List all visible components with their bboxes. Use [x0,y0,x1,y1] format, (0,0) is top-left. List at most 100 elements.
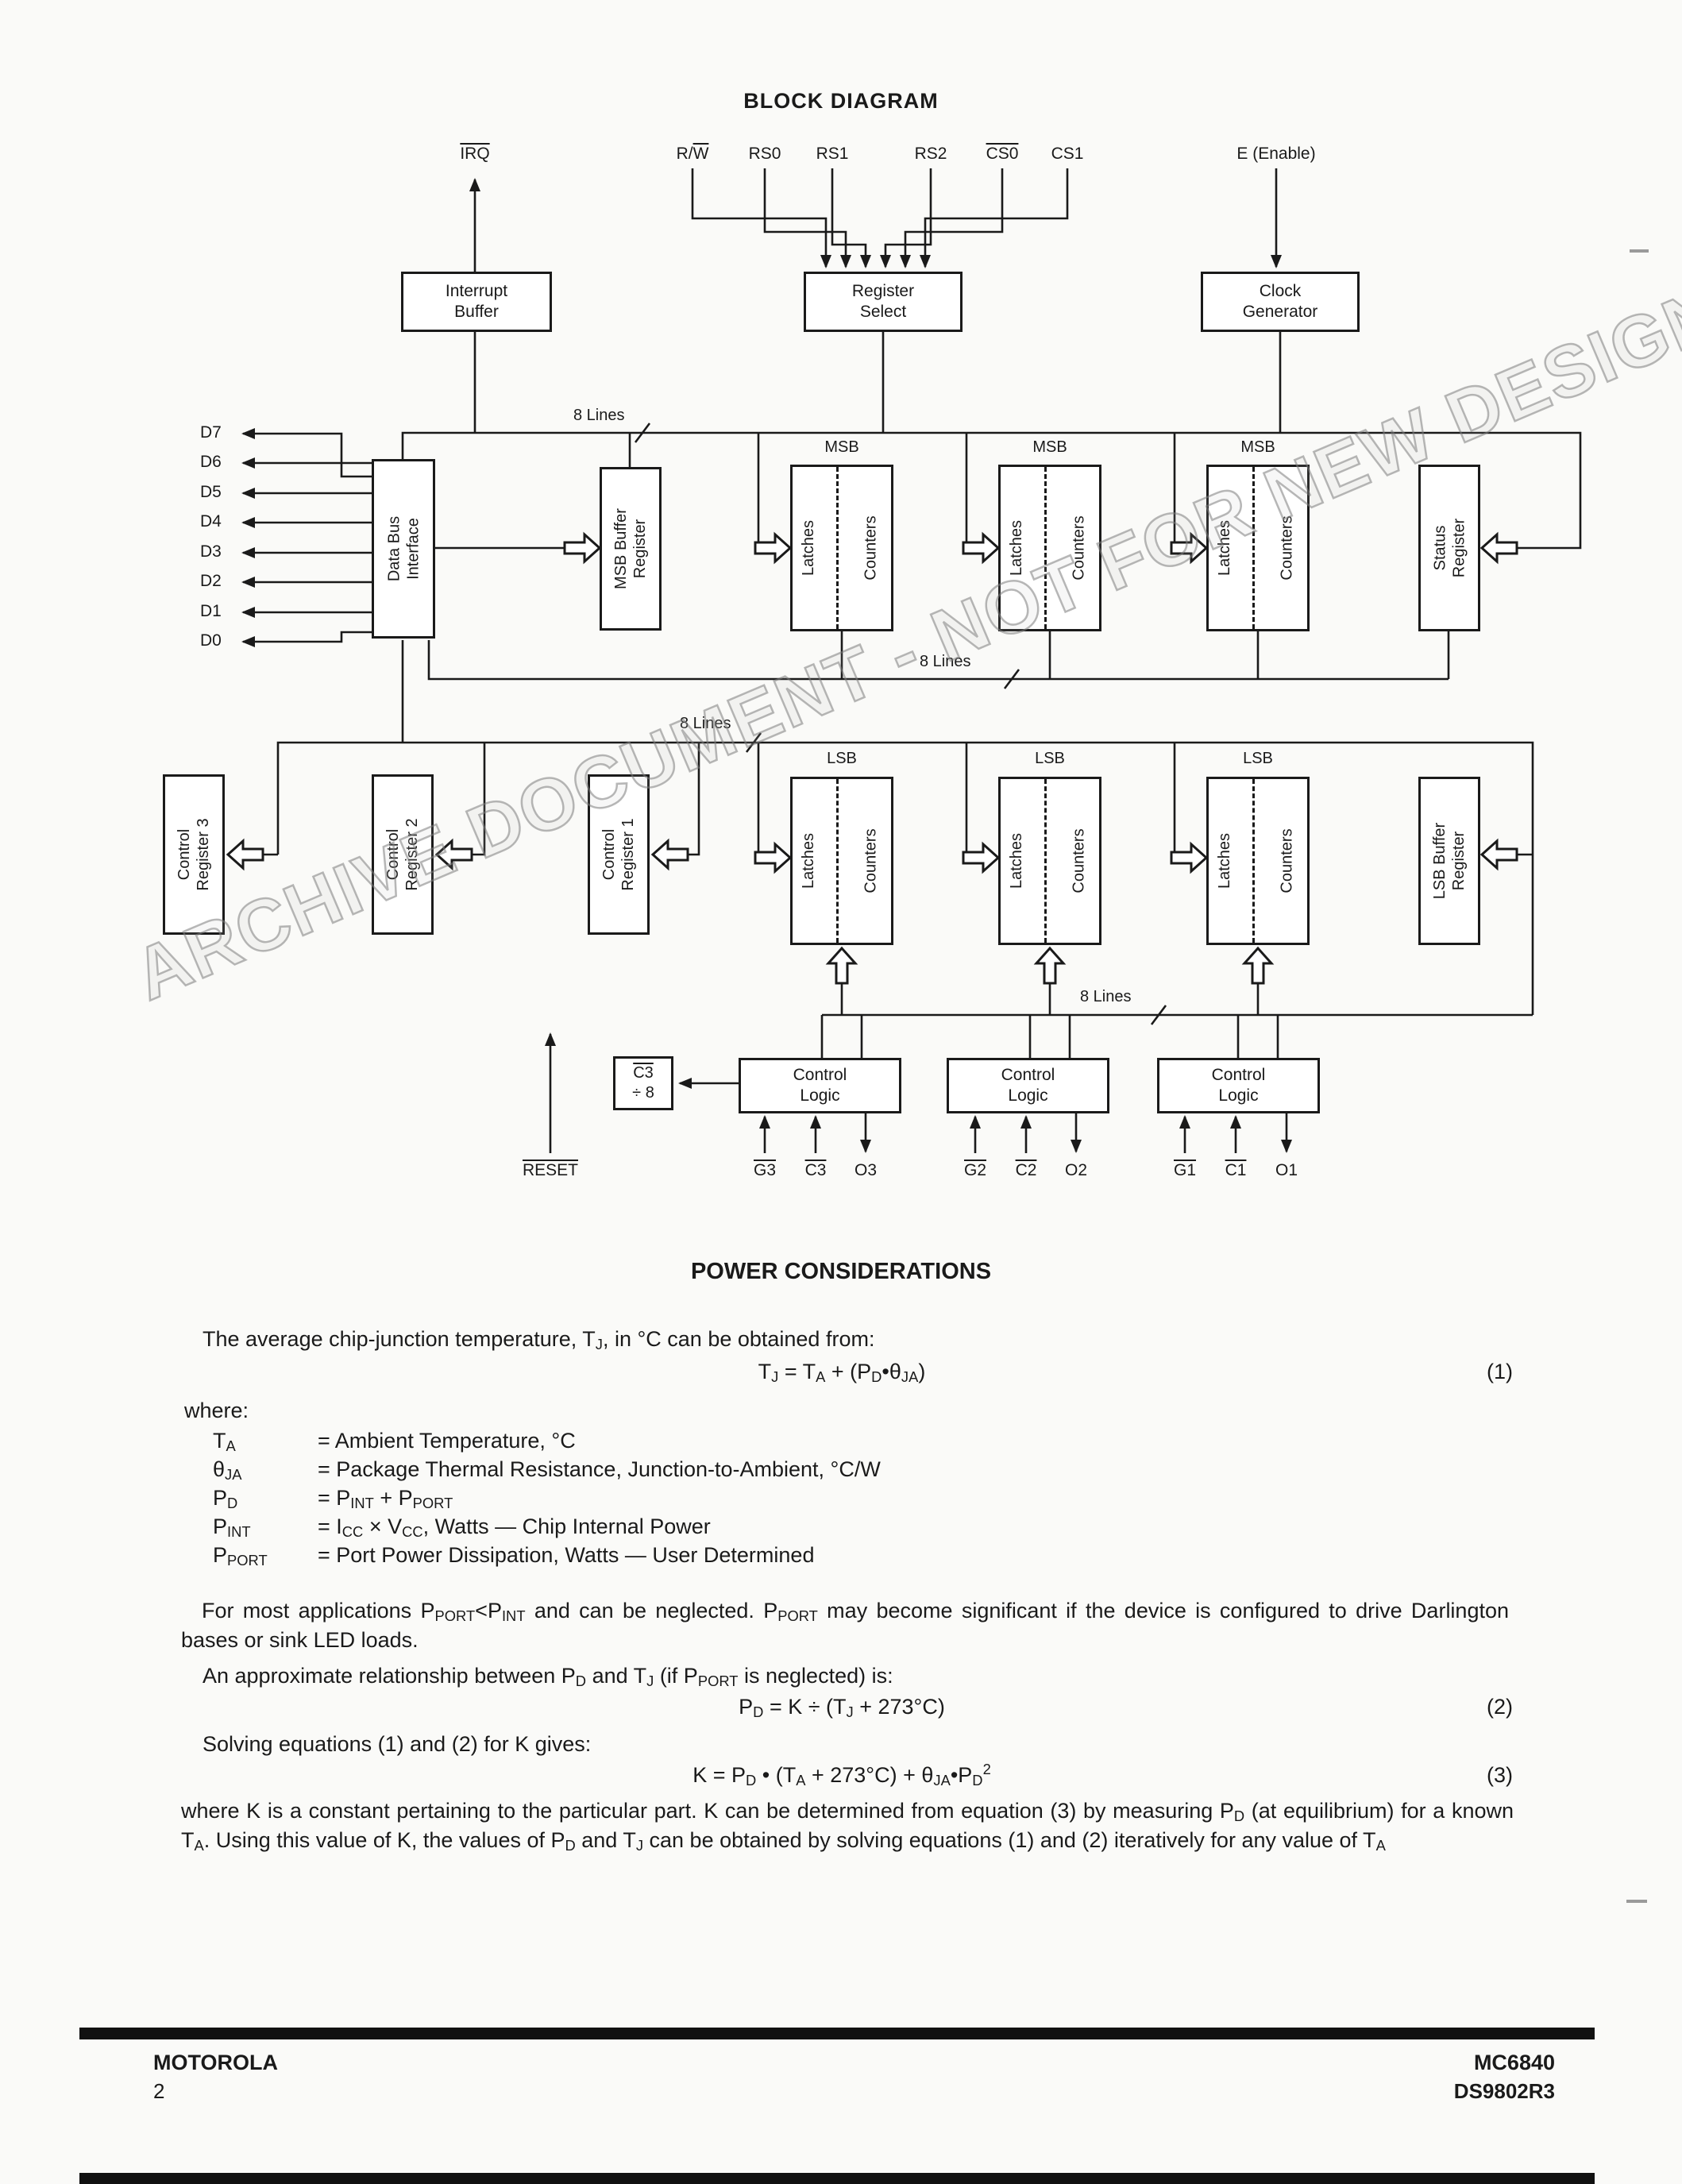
equation-1-number: (1) [1487,1360,1513,1383]
def-value-theta-ja: = Package Thermal Resistance, Junction-t… [318,1457,881,1481]
power-paragraph-2: For most applications PPORT<PINT and can… [181,1599,1510,1652]
clock-generator-label-2: Generator [1242,303,1318,321]
rs0-signal-label: RS0 [748,145,781,163]
power-paragraph-4: Solving equations (1) and (2) for K give… [203,1732,592,1756]
top-signal-wires [469,168,1282,272]
def-term-pint: PINT [213,1515,251,1541]
rs1-signal-label: RS1 [816,145,849,163]
control-register-3-box: Control Register 3 [163,774,225,935]
data-bus-wires [241,428,372,647]
counters-half: Counters [1255,779,1319,943]
latches-label: Latches [799,519,817,577]
counters-label: Counters [1278,828,1296,893]
latches-label: Latches [799,832,817,889]
divider-c3-label: C3 [633,1064,654,1082]
latches-half: Latches [989,467,1044,629]
control-signal-wires [545,1032,1292,1153]
g1-signal-label: G1 [1173,1161,1197,1179]
msb-latches-counters-2: Latches Counters [998,465,1101,631]
msb-buffer-register-label: MSB Buffer Register [612,508,649,589]
counters-label: Counters [862,515,880,581]
block-diagram-title: BLOCK DIAGRAM [743,89,939,113]
footer-rule-bottom [79,2173,1595,2184]
def-term-pport: PPORT [213,1543,268,1569]
latches-label: Latches [1215,519,1233,577]
interrupt-buffer-label-1: Interrupt [445,281,508,300]
control-logic-label-1: Control [793,1065,847,1084]
d7-label: D7 [200,423,222,442]
power-paragraph-5: where K is a constant pertaining to the … [181,1799,1514,1854]
equation-1-body: TJ = TA + (PD•θJA) [758,1360,926,1386]
control-logic-1-box: Control Logic [1157,1058,1320,1113]
def-term-ta: TA [213,1429,236,1455]
page-number: 2 [153,2079,165,2103]
equation-3: K = PD • (TA + 273°C) + θJA•PD2 (3) [95,1761,1588,1789]
latches-label: Latches [1007,519,1025,577]
d1-label: D1 [200,602,222,620]
control-register-1-box: Control Register 1 [588,774,650,935]
def-value-pport: = Port Power Dissipation, Watts — User D… [318,1543,815,1567]
register-select-label-1: Register [851,281,915,300]
data-bus-interface-label: Data Bus Interface [385,515,422,582]
equation-2-number: (2) [1487,1695,1513,1719]
control-logic-label-2: Logic [1008,1086,1048,1105]
lsb-latches-counters-3: Latches Counters [1206,777,1310,945]
msb-label-2: MSB [1032,438,1067,456]
counters-half: Counters [1047,467,1111,629]
rw-signal-label: R/W [677,145,709,164]
lsb-latches-counters-1: Latches Counters [790,777,893,945]
latch-counter-divider [835,779,839,943]
latches-half: Latches [781,467,836,629]
power-paragraph-3: An approximate relationship between PD a… [203,1664,893,1690]
bus-label-lsb: 8 Lines [1080,988,1132,1005]
equation-1: TJ = TA + (PD•θJA) (1) [95,1360,1588,1384]
register-select-label-2: Select [859,303,907,321]
control-logic-label-1: Control [1211,1065,1266,1084]
control-register-2-label: Control Register 2 [384,818,421,891]
latch-counter-divider [835,467,839,629]
latches-half: Latches [989,779,1044,943]
power-paragraph-1: The average chip-junction temperature, T… [203,1327,875,1353]
bus-label-msb: 8 Lines [920,653,971,670]
equation-3-number: (3) [1487,1763,1513,1787]
d5-label: D5 [200,483,222,501]
def-value-pint: = ICC × VCC, Watts — Chip Internal Power [318,1515,711,1541]
interrupt-buffer-box: Interrupt Buffer [401,272,552,332]
counters-label: Counters [1070,828,1088,893]
counters-label: Counters [1278,515,1296,581]
equation-2: PD = K ÷ (TJ + 273°C) (2) [95,1695,1588,1719]
latch-counter-divider [1252,467,1255,629]
control-register-1-label: Control Register 1 [600,818,637,891]
equation-3-body: K = PD • (TA + 273°C) + θJA•PD2 [692,1761,991,1789]
lsb-label-2: LSB [1035,750,1065,767]
msb-latches-counters-3: Latches Counters [1206,465,1310,631]
counters-half: Counters [1255,467,1319,629]
status-register-box: Status Register [1418,465,1480,631]
msb-latches-counters-1: Latches Counters [790,465,893,631]
status-register-label: Status Register [1431,518,1468,578]
bus-label-top: 8 Lines [573,407,625,424]
lsb-latches-counters-2: Latches Counters [998,777,1101,945]
msb-buffer-register-box: MSB Buffer Register [600,467,662,631]
register-select-box: Register Select [804,272,963,332]
lsb-buffer-register-box: LSB Buffer Register [1418,777,1480,945]
control-logic-label-1: Control [1001,1065,1055,1084]
d0-label: D0 [200,631,222,650]
c1-signal-label: C1 [1225,1161,1247,1179]
d3-label: D3 [200,542,222,561]
doc-number: DS9802R3 [1453,2079,1555,2103]
o2-signal-label: O2 [1064,1161,1088,1179]
def-value-pd: = PINT + PPORT [318,1486,453,1512]
rw-overline: W [692,145,709,163]
scan-artifact [1630,249,1649,253]
bus-wires [262,332,1582,1058]
lsb-buffer-register-label: LSB Buffer Register [1431,822,1468,900]
msb-label-3: MSB [1240,438,1275,456]
clock-generator-label-1: Clock [1259,281,1302,300]
counters-label: Counters [1070,515,1088,581]
bus-block-arrows [226,531,1518,985]
data-bus-interface-box: Data Bus Interface [372,459,435,639]
cs0-signal-label: CS0 [986,145,1019,163]
d4-label: D4 [200,512,222,531]
